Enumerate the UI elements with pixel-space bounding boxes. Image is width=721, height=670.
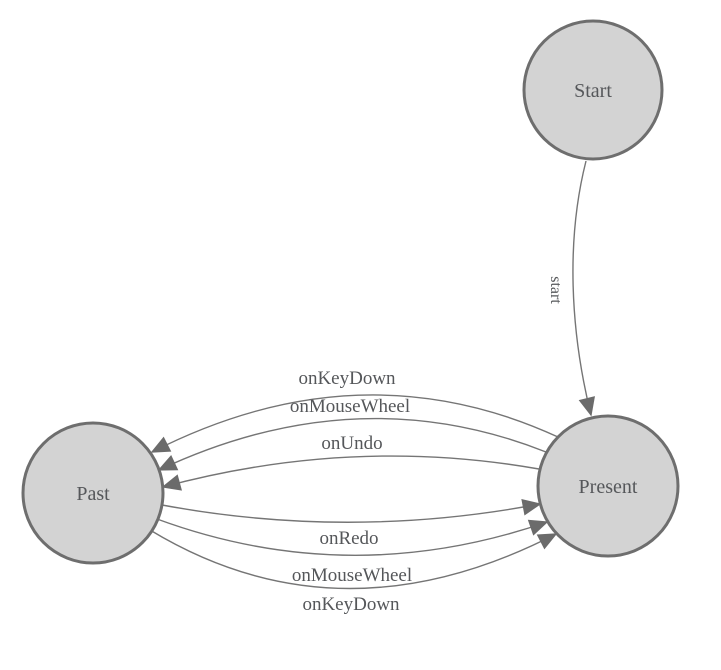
edge-line xyxy=(161,455,540,491)
edge-past-to-present-onredo: onRedo xyxy=(161,498,542,549)
node-start-label: Start xyxy=(574,80,612,102)
edge-past-to-present-onkeydown: onKeyDown xyxy=(149,529,558,615)
edge-line xyxy=(149,529,558,590)
edge-label-onundo: onUndo xyxy=(321,433,382,454)
edge-present-to-past-onundo: onUndo xyxy=(161,433,540,491)
node-past[interactable]: Past xyxy=(21,421,165,565)
edge-start-to-present: start xyxy=(547,160,595,417)
edge-line xyxy=(156,518,549,556)
edge-line xyxy=(161,498,542,523)
edge-label-onkeydown-top: onKeyDown xyxy=(298,368,396,389)
edge-present-to-past-onmousewheel: onMouseWheel xyxy=(157,396,547,471)
edge-line xyxy=(157,417,547,471)
node-start-circle[interactable] xyxy=(522,19,664,161)
edge-label-onredo: onRedo xyxy=(319,528,378,549)
node-past-circle[interactable] xyxy=(21,421,165,565)
edge-label-onmousewheel-bottom: onMouseWheel xyxy=(292,565,412,586)
node-past-label: Past xyxy=(76,483,110,505)
edge-present-to-past-onkeydown: onKeyDown xyxy=(150,368,559,453)
edge-label-start: start xyxy=(547,276,564,304)
node-present-label: Present xyxy=(579,476,638,498)
edge-label-onmousewheel-top: onMouseWheel xyxy=(290,396,410,417)
edge-past-to-present-onmousewheel: onMouseWheel xyxy=(156,518,549,586)
node-present-circle[interactable] xyxy=(536,414,680,558)
edge-line xyxy=(572,160,595,417)
edge-label-onkeydown-bottom: onKeyDown xyxy=(302,594,400,615)
node-start[interactable]: Start xyxy=(522,19,664,161)
node-present[interactable]: Present xyxy=(536,414,680,558)
edge-line xyxy=(150,394,559,453)
